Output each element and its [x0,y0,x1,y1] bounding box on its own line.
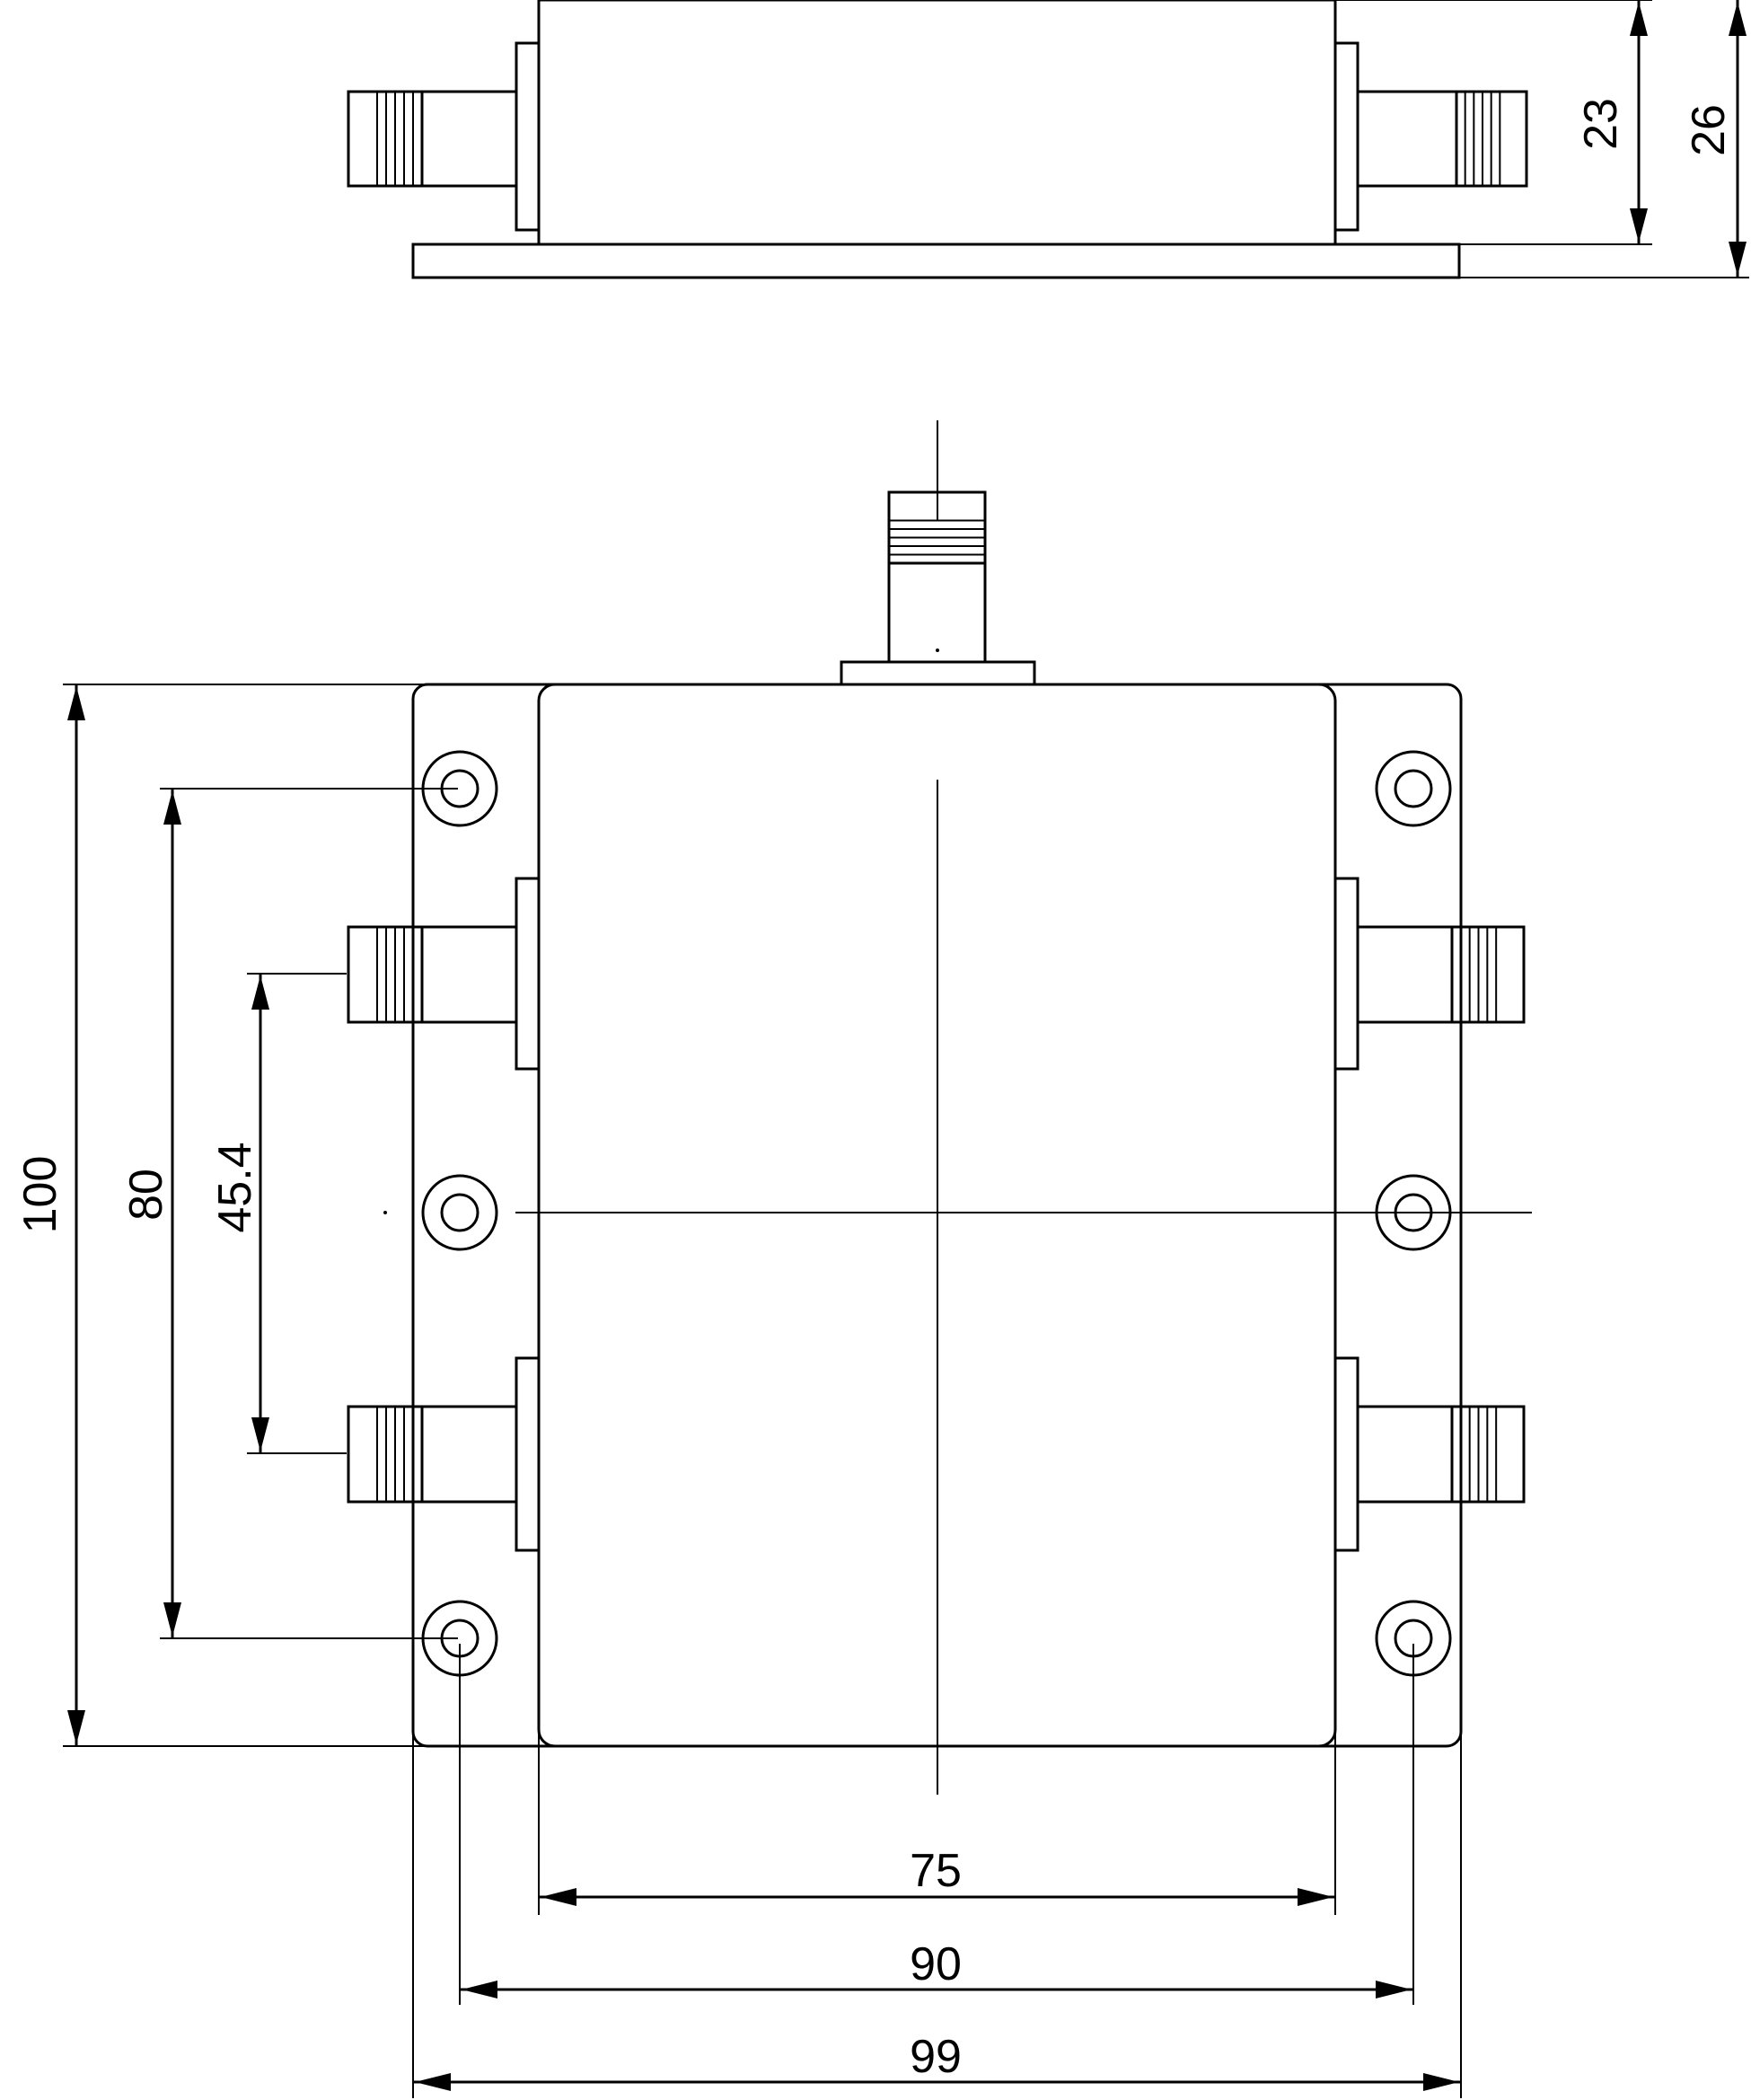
mount-hole-top-right [1375,750,1452,827]
right-connector-lower [1356,1405,1526,1504]
right-flange-upper [1333,877,1359,1071]
top-view: 100 80 45.4 75 [14,420,1532,2098]
mount-hole-mid-left [421,1174,498,1251]
side-view: 23 26 [347,0,1749,279]
side-base-plate [411,243,1461,279]
dim-100: 100 [14,684,539,1747]
dim-26-label: 26 [1683,104,1735,156]
dim-23-label: 23 [1575,98,1627,150]
right-connector-upper [1356,925,1526,1024]
left-flange-lower [515,1356,541,1552]
dim-80: 80 [120,788,458,1639]
left-connector-upper [347,925,518,1024]
dim-99: 99 [412,1734,1462,2098]
dim-26: 26 [1459,0,1749,278]
dim-80-label: 80 [120,1169,172,1221]
side-left-flange [515,41,541,232]
left-connector-lower [347,1405,518,1504]
left-flange-upper [515,877,541,1071]
side-left-connector [347,90,518,188]
top-connector [840,420,1036,686]
dim-23: 23 [1335,0,1652,245]
dim-90-label: 90 [910,1938,962,1990]
side-right-flange [1333,41,1359,232]
dim-100-label: 100 [14,1156,66,1234]
dim-75: 75 [538,1734,1336,1915]
side-right-connector [1356,90,1528,188]
dim-45-4: 45.4 [209,973,347,1454]
right-flange-lower [1333,1356,1359,1552]
dim-45-4-label: 45.4 [209,1142,261,1232]
dim-90: 90 [459,1644,1414,2005]
side-body [537,0,1337,246]
dim-99-label: 99 [910,2031,962,2083]
dim-75-label: 75 [910,1845,962,1897]
